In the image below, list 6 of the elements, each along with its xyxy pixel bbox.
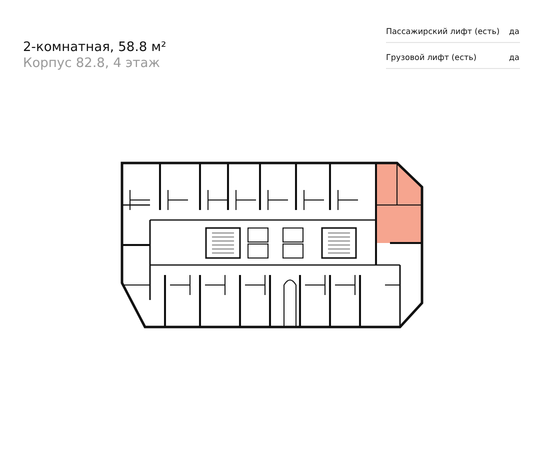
apartment-title: 2-комнатная, 58.8 м² xyxy=(23,40,166,55)
table-cell: да xyxy=(509,53,520,62)
table-cell: Пассажирский лифт (есть) xyxy=(386,27,500,36)
table-cell: Грузовой лифт (есть) xyxy=(386,53,476,62)
table-cell: да xyxy=(509,27,520,36)
building-floor-info: Корпус 82.8, 4 этаж xyxy=(23,56,160,71)
